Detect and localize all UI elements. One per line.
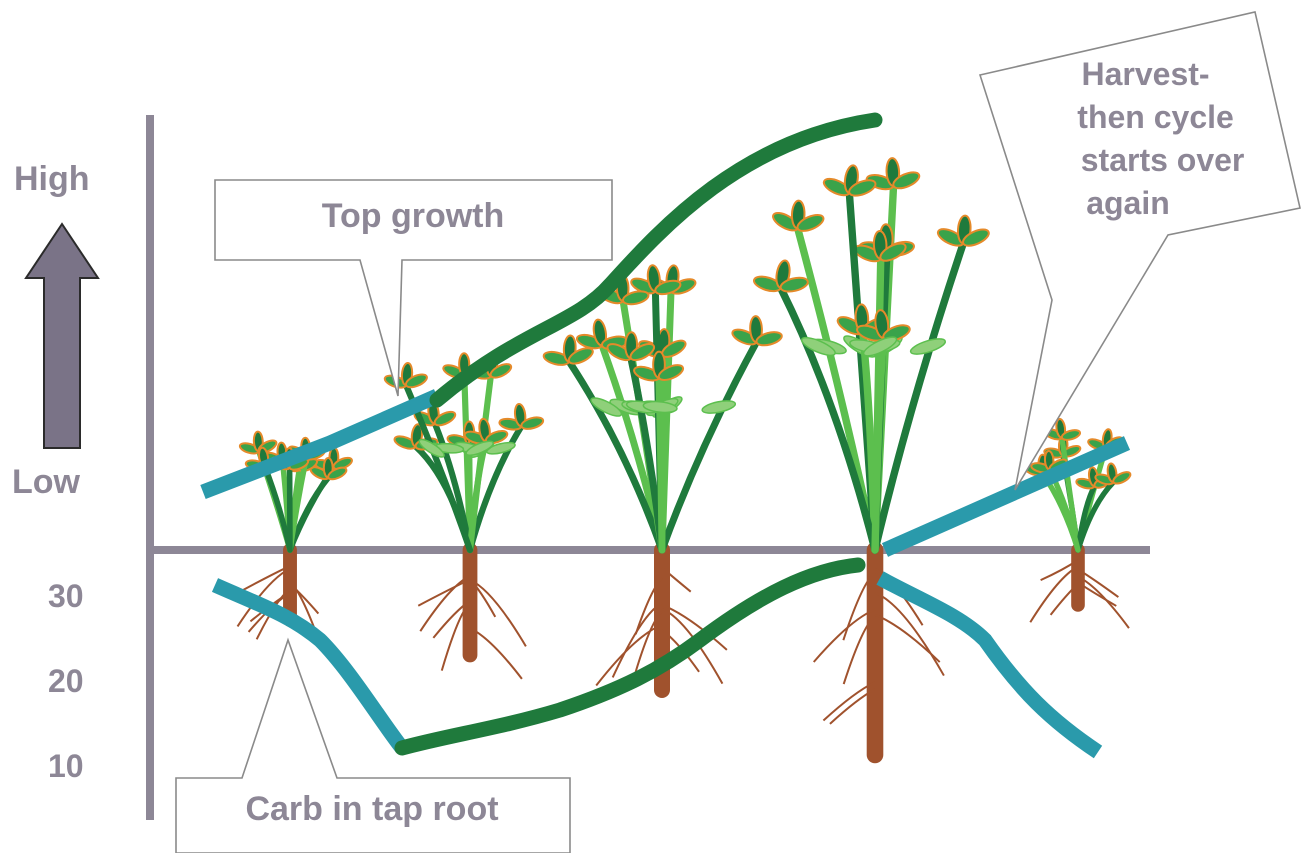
tick-label-30: 30 (48, 578, 84, 614)
tick-label-10: 10 (48, 748, 84, 784)
side-root (875, 615, 940, 662)
carb-teal-line-after-harvest (880, 578, 1098, 752)
harvest-callout: Harvest- then cycle starts over again (980, 12, 1300, 490)
harvest-line-3: starts over (1081, 142, 1245, 178)
carb-root-label: Carb in tap root (245, 790, 498, 828)
harvest-line-4: again (1086, 185, 1170, 221)
harvest-line-2: then cycle (1077, 99, 1234, 135)
side-root (1078, 577, 1129, 628)
plant-4 (752, 158, 991, 755)
top-growth-label: Top growth (322, 197, 505, 235)
tick-label-20: 20 (48, 663, 84, 699)
carb-root-callout: Carb in tap root (176, 640, 570, 853)
high-label: High (14, 160, 90, 198)
plant-3 (542, 265, 783, 690)
harvest-line-1: Harvest- (1082, 56, 1210, 92)
side-root (418, 579, 470, 605)
side-root (237, 566, 290, 593)
side-root (470, 628, 522, 679)
up-arrow-icon (26, 224, 98, 448)
leaf (701, 399, 736, 416)
low-label: Low (12, 463, 81, 501)
